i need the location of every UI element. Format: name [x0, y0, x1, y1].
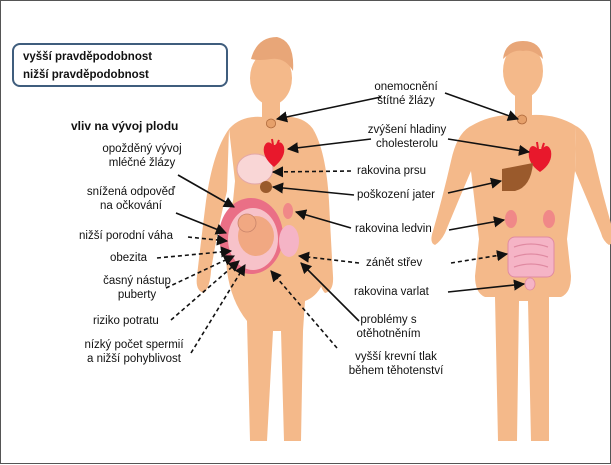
fetal-header: vliv na vývoj plodu: [71, 119, 178, 133]
intestine-female: [279, 225, 299, 257]
label-puberty-line1: časný nástup: [97, 274, 177, 288]
label-blood-pressure: vyšší krevní tlak během těhotenství: [336, 350, 456, 378]
testes-male: [525, 278, 535, 290]
label-puberty: časný nástup puberty: [97, 274, 177, 302]
label-sperm: nízký počet spermií a nižší pohyblivost: [79, 338, 189, 366]
label-kidney-cancer: rakovina ledvin: [355, 222, 432, 236]
label-cholesterol-line1: zvýšení hladiny: [357, 123, 457, 137]
intestine-male: [508, 237, 554, 277]
label-puberty-line2: puberty: [97, 288, 177, 302]
label-thyroid-line2: štítné žlázy: [361, 94, 451, 108]
kidneys-female: [283, 203, 293, 219]
label-conception: problémy s otěhotněním: [346, 313, 431, 341]
label-blood-pressure-line1: vyšší krevní tlak: [336, 350, 456, 364]
label-sperm-line1: nízký počet spermií: [79, 338, 189, 352]
liver-female: [260, 181, 272, 193]
label-birth-weight: nižší porodní váha: [79, 229, 173, 243]
label-conception-line2: otěhotněním: [346, 327, 431, 341]
legend: vyšší pravděpodobnost nižší pravděpodobn…: [12, 43, 228, 87]
label-blood-pressure-line2: během těhotenství: [336, 364, 456, 378]
label-colitis: zánět střev: [366, 256, 422, 270]
label-thyroid: onemocnění štítné žlázy: [361, 80, 451, 108]
label-sperm-line2: a nižší pohyblivost: [79, 352, 189, 366]
label-cholesterol: zvýšení hladiny cholesterolu: [357, 123, 457, 151]
label-mammary-line1: opožděný vývoj: [87, 142, 197, 156]
legend-dashed-label: nižší pravděpodobnost: [23, 69, 149, 81]
label-breast-cancer: rakovina prsu: [357, 164, 426, 178]
label-vaccine-line2: na očkování: [76, 199, 186, 213]
label-vaccine-line1: snížená odpověď: [76, 185, 186, 199]
uterus-fetus: [219, 198, 283, 274]
label-mammary-line2: mléčné žlázy: [87, 156, 197, 170]
thyroid-female: [267, 119, 276, 128]
label-thyroid-line1: onemocnění: [361, 80, 451, 94]
thyroid-male: [518, 115, 527, 124]
arrow-thyroid-male: [445, 93, 518, 119]
label-testicular-cancer: rakovina varlat: [354, 285, 429, 299]
label-obesity: obezita: [110, 251, 147, 265]
label-liver-damage: poškození jater: [357, 188, 435, 202]
label-mammary: opožděný vývoj mléčné žlázy: [87, 142, 197, 170]
arrow-obesity: [157, 251, 231, 258]
legend-solid-label: vyšší pravděpodobnost: [23, 51, 152, 63]
label-vaccine: snížená odpověď na očkování: [76, 185, 186, 213]
label-conception-line1: problémy s: [346, 313, 431, 327]
label-miscarriage: riziko potratu: [93, 314, 159, 328]
label-cholesterol-line2: cholesterolu: [357, 137, 457, 151]
